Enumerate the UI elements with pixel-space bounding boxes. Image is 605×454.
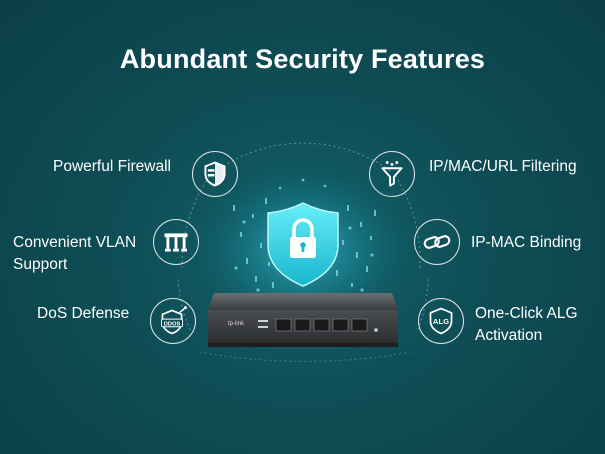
page-title: Abundant Security Features (119, 44, 486, 74)
svg-text:tp-link: tp-link (228, 321, 245, 327)
feature-label-filtering: IP/MAC/URL Filtering (429, 158, 577, 175)
svg-text:DDOS: DDOS (164, 321, 181, 327)
alg-shield-icon: ALG (418, 298, 464, 344)
feature-label-vlan: Convenient VLAN Support (13, 234, 137, 273)
feature-label-binding: IP-MAC Binding (471, 234, 582, 251)
ddos-shield-icon: DDOS (150, 298, 196, 344)
feature-label-firewall: Powerful Firewall (53, 158, 172, 175)
svg-text:ALG: ALG (433, 317, 449, 326)
feature-label-dos: DoS Defense (37, 305, 130, 322)
router-device: tp-link (208, 293, 398, 347)
padlock-shield-icon (267, 202, 339, 287)
feature-label-alg: One-Click ALG Activation (475, 305, 578, 344)
data-particles (233, 178, 376, 292)
